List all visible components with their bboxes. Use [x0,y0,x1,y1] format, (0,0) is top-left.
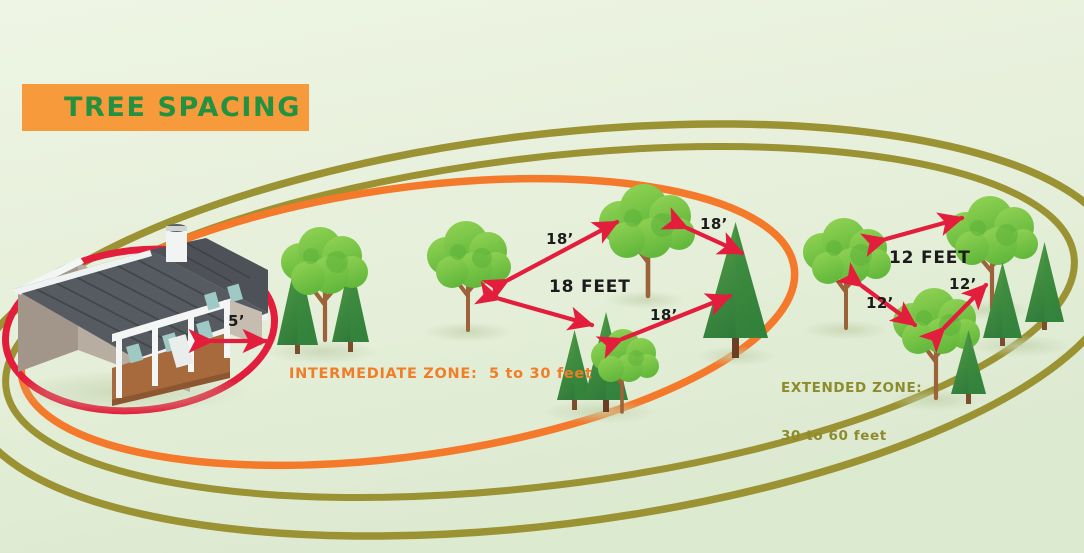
label-12-feet-a: 12’ [866,294,894,312]
extended-zone-ring-inner [2,143,1078,501]
label-12-feet-b: 12’ [949,275,977,293]
deciduous-tree [281,227,368,343]
label-5-feet: 5’ [228,312,245,330]
extended-zone-label: EXTENDED ZONE: 30 to 60 feet [781,349,922,476]
tree-group-intermediate-1 [266,227,378,364]
arrow-18-c [595,293,733,360]
label-18-feet-a: 18’ [546,230,574,248]
label-18-feet-c: 18’ [650,306,678,324]
zone-rings [0,120,1084,540]
page-title-badge: TREE SPACING [22,84,309,131]
conifer-tree [1025,242,1064,330]
arrow-12-b [918,282,989,354]
label-12-feet-main: 12 FEET [889,248,971,268]
page-title: TREE SPACING [64,92,301,123]
extended-zone-ring-outer [0,120,1084,540]
intermediate-zone-label: INTERMEDIATE ZONE: 5 to 30 feet [289,366,593,382]
arrow-18-main [474,280,595,331]
label-18-feet-main: 18 FEET [549,277,631,297]
dimension-arrows [188,207,989,360]
tree-group-extended-4 [968,242,1072,357]
arrow-18-b [660,207,745,256]
house [10,224,268,414]
arrow-18-a [481,219,620,302]
arrow-12-main [860,212,965,258]
conifer-tree [983,262,1022,346]
extended-zone-label-line1: EXTENDED ZONE: [781,379,923,396]
label-18-feet-b: 18’ [700,215,728,233]
arrow-12-a [835,262,918,328]
extended-zone-label-line2: 30 to 60 feet [781,427,887,444]
conifer-tree [557,330,592,410]
